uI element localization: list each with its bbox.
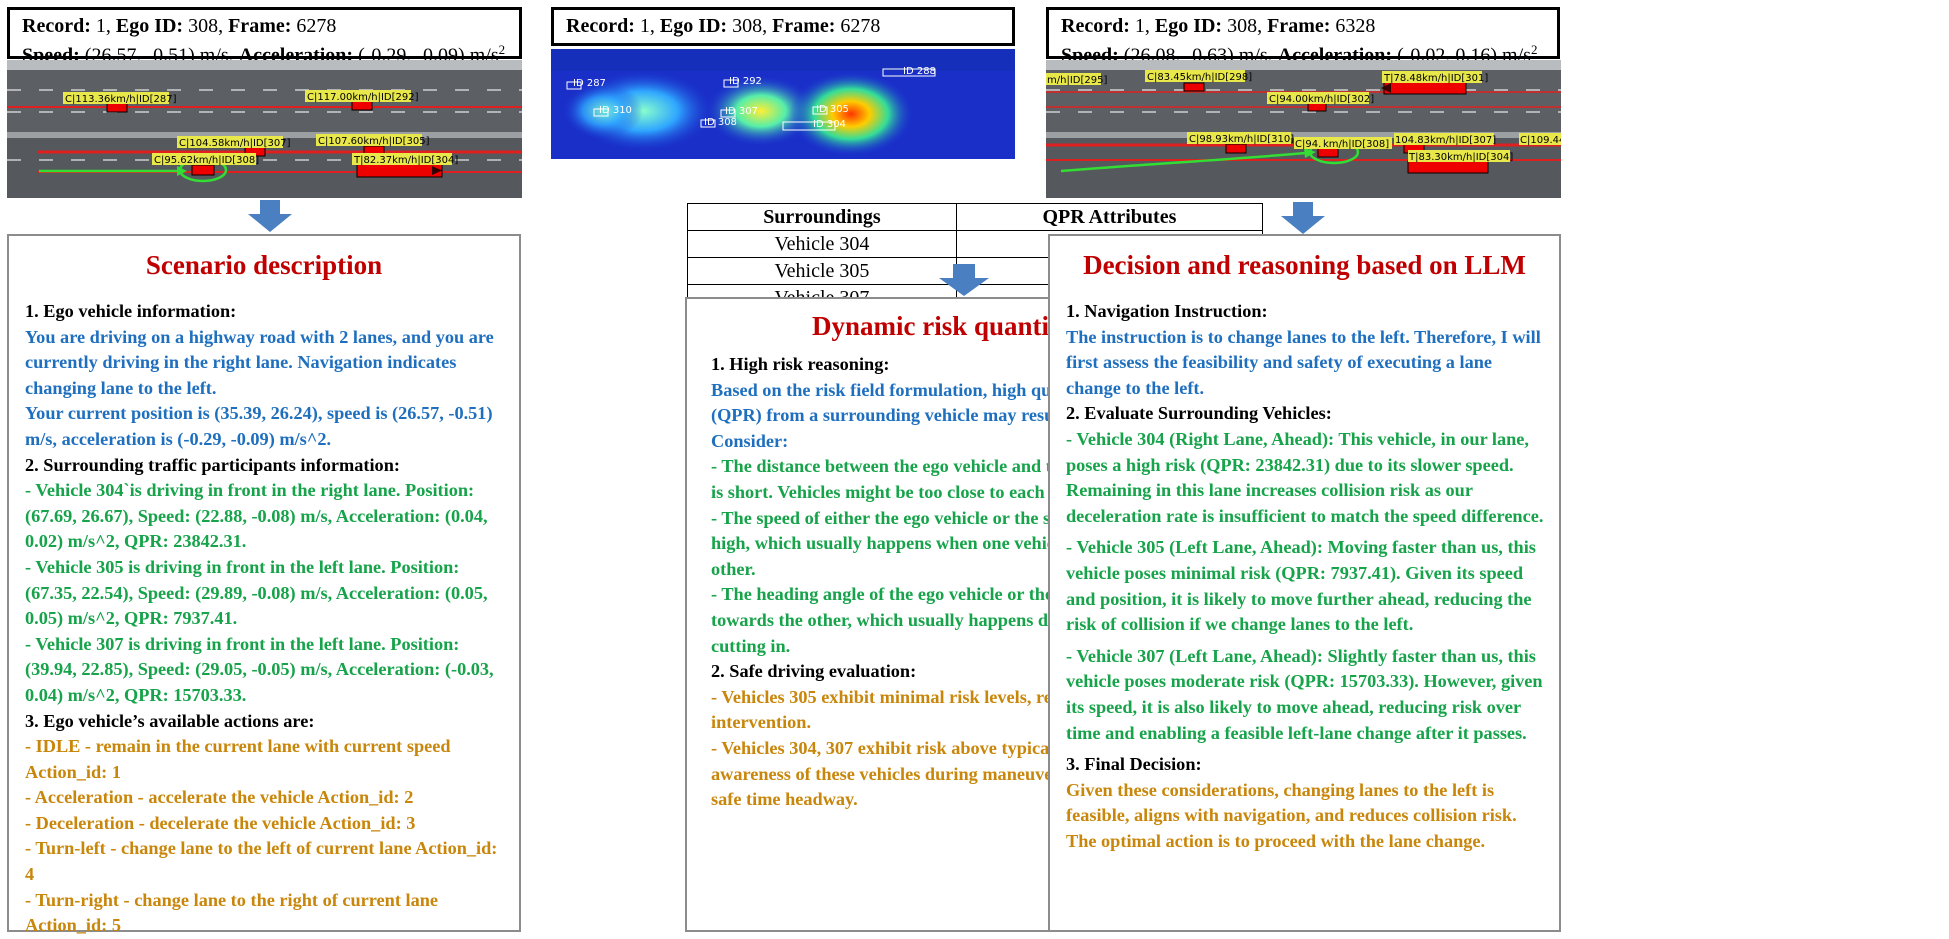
risk-heatmap: ID 287 ID 292 ID 288 ID 310 ID 307 ID 30…	[551, 49, 1015, 159]
heat-label-304: ID 304	[813, 119, 846, 130]
left-road-image: C|113.36km/h|ID[287] C|117.00km/h|ID[292…	[7, 60, 522, 198]
road-label-301: T|78.48km/h|ID[301]	[1383, 73, 1488, 84]
right-down-arrow	[1281, 202, 1325, 234]
action-item: - Acceleration - accelerate the vehicle …	[25, 787, 414, 808]
scenario-description-box: Scenario description 1. Ego vehicle info…	[7, 234, 521, 935]
heat-label-305: ID 305	[816, 104, 849, 115]
action-item: - Deceleration - decelerate the vehicle …	[25, 812, 416, 833]
decision-reasoning-title: Decision and reasoning based on LLM	[1083, 250, 1526, 280]
road-label-307: C|104.58km/h|ID[307]	[179, 138, 291, 149]
heat-label-310: ID 310	[599, 105, 632, 116]
vehicle-298	[1183, 82, 1205, 92]
left-header: Record: 1, Ego ID: 308, Frame: 6278 Spee…	[7, 7, 522, 67]
heat-label-287: ID 287	[573, 78, 606, 89]
heat-label-307: ID 307	[725, 106, 758, 117]
road-label-310: C|98.93km/h|ID[310]	[1189, 134, 1294, 145]
road-label-309: C|109.44	[1520, 135, 1561, 146]
heat-label-288: ID 288	[903, 66, 936, 77]
heat-label-292: ID 292	[729, 76, 762, 87]
heat-label-308: ID 308	[704, 117, 737, 128]
road-label-295: m/h|ID[295]	[1047, 75, 1107, 86]
road-label-307: 104.83km/h|ID[307]	[1395, 135, 1496, 146]
road-label-308: C|95.62km/h|ID[308]	[154, 155, 259, 166]
road-label-305: C|107.60km/h|ID[305]	[318, 136, 430, 147]
road-label-304: T|82.37km/h|ID[304]	[353, 155, 458, 166]
road-label-302: C|94.00km/h|ID[302]	[1269, 94, 1374, 105]
action-item: - Turn-right - change lane to the right …	[25, 889, 438, 936]
road-label-308-prefix: C|94.	[1295, 139, 1321, 150]
action-item: - IDLE - remain in the current lane with…	[25, 736, 451, 782]
road-label-287: C|113.36km/h|ID[287]	[65, 94, 177, 105]
road-label-298: C|83.45km/h|ID[298]	[1147, 72, 1252, 83]
road-label-292: C|117.00km/h|ID[292]	[307, 92, 419, 103]
qpr-header-attributes: QPR Attributes	[955, 203, 1264, 231]
right-header: Record: 1, Ego ID: 308, Frame: 6328 Spee…	[1046, 7, 1560, 67]
right-road-image: m/h|ID[295] C|83.45km/h|ID[298] T|78.48k…	[1046, 60, 1561, 198]
middle-down-arrow	[939, 264, 989, 296]
road-label-304: T|83.30km/h|ID[304]	[1408, 152, 1513, 163]
middle-header: Record: 1, Ego ID: 308, Frame: 6278	[551, 7, 1015, 46]
action-item: - Turn-left - change lane to the left of…	[25, 838, 498, 885]
scenario-description-title: Scenario description	[145, 250, 383, 280]
qpr-header-surroundings: Surroundings	[687, 203, 957, 231]
vehicle-310	[1225, 143, 1247, 154]
left-down-arrow	[248, 200, 292, 232]
vehicle-308	[191, 164, 215, 176]
decision-reasoning-box: Decision and reasoning based on LLM 1. N…	[1048, 234, 1561, 932]
road-label-308: km/h|ID[308]	[1323, 139, 1389, 150]
